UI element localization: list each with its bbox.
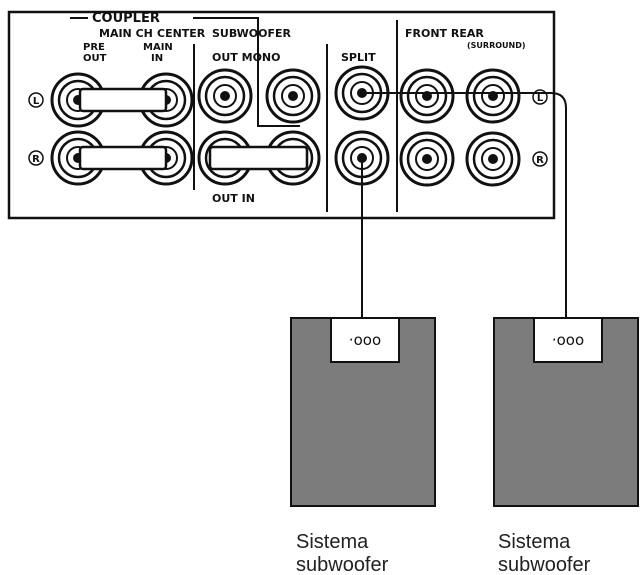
main-ch-label: MAIN CH [99, 27, 153, 40]
left-channel-marker-2: L [532, 89, 548, 105]
speaker-2-caption-line-2: subwoofer [498, 554, 591, 575]
jack-sub-mono-r [265, 68, 321, 124]
speaker-terminal-2 [533, 317, 603, 363]
jack-sub-out-l [197, 68, 253, 124]
coupler-bar-main-top [78, 87, 168, 113]
speaker-terminal-label-1: ·ooo [349, 331, 381, 349]
cable-split-to-speaker-2 [362, 92, 567, 318]
svg-text:L: L [537, 93, 544, 104]
in-label: IN [151, 53, 163, 64]
subwoofer-speaker-2: ·ooo [493, 317, 639, 507]
left-channel-marker-1: L [28, 92, 44, 108]
split-label: SPLIT [341, 51, 376, 64]
pre-label: PRE [83, 42, 105, 53]
out-in-label: OUT IN [212, 192, 255, 205]
coupler-label: COUPLER [92, 11, 160, 26]
jack-front-r [399, 131, 455, 187]
svg-text:R: R [536, 155, 544, 166]
surround-label: (SURROUND) [467, 41, 526, 50]
svg-text:L: L [33, 96, 40, 107]
speaker-2-caption-line-1: Sistema [498, 531, 571, 553]
speaker-terminal-label-2: ·ooo [552, 331, 584, 349]
jack-front-l [399, 68, 455, 124]
right-channel-marker-1: R [28, 150, 44, 166]
subwoofer-speaker-1: ·ooo [290, 317, 436, 507]
coupler-bar-main-bottom [78, 145, 168, 171]
speaker-1-caption-line-1: Sistema [296, 531, 369, 553]
subwoofer-label: SUBWOOFER [212, 27, 292, 40]
speaker-terminal-1 [330, 317, 400, 363]
center-label: CENTER [157, 27, 206, 40]
coupler-bar-subwoofer [208, 145, 309, 171]
main-label: MAIN [143, 42, 173, 53]
speaker-1-caption-line-2: subwoofer [296, 554, 389, 575]
right-channel-marker-2: R [532, 151, 548, 167]
svg-text:R: R [32, 154, 40, 165]
coupler-bracket [70, 17, 300, 127]
jack-rear-l [465, 68, 521, 124]
out-label: OUT [83, 53, 107, 64]
jack-rear-r [465, 131, 521, 187]
out-mono-label: OUT MONO [212, 51, 280, 64]
front-rear-label: FRONT REAR [405, 27, 484, 40]
